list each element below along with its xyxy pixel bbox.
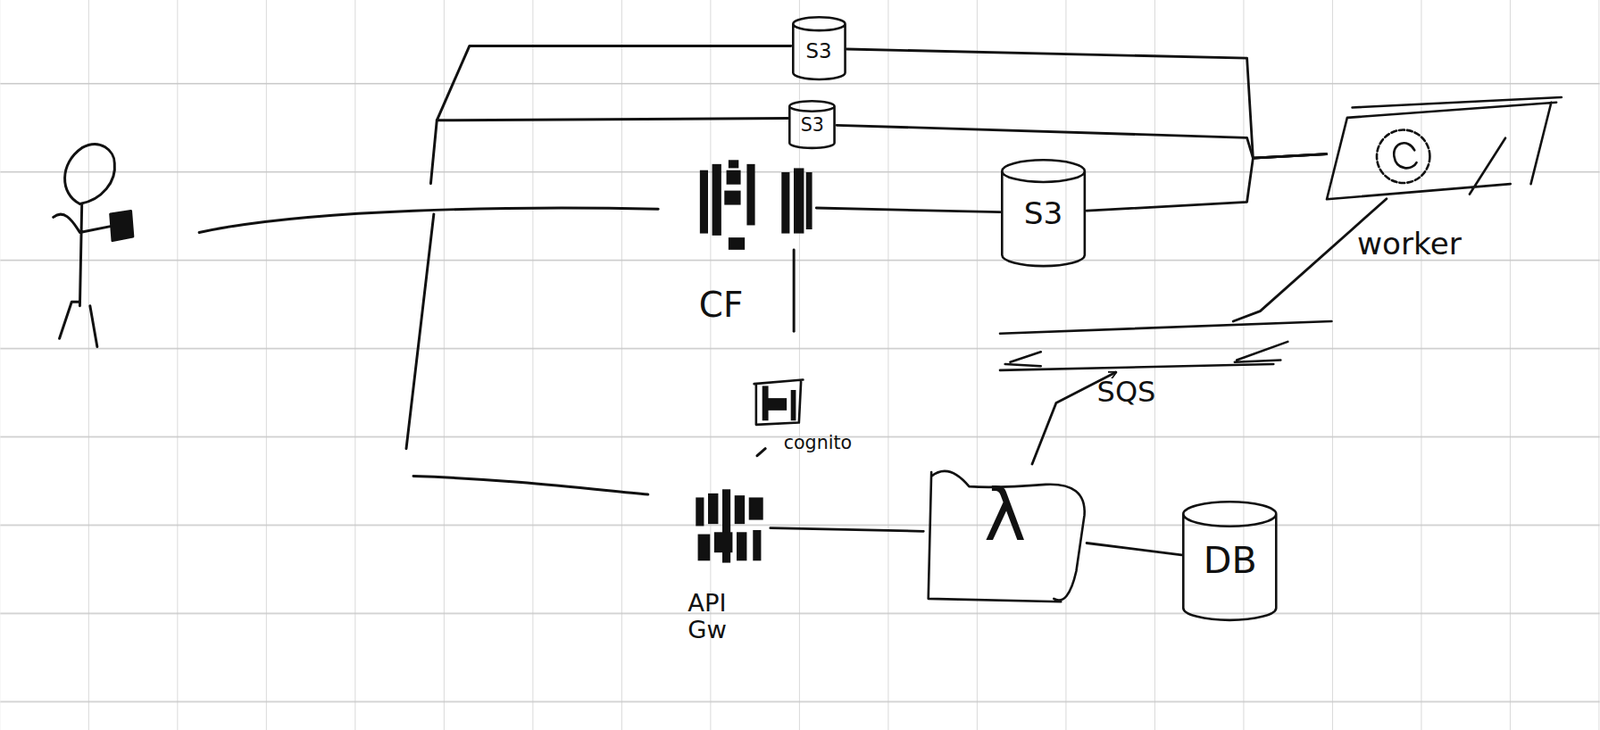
node-label: CF [699, 286, 781, 325]
node-shape [693, 487, 771, 567]
user-wire [199, 208, 659, 233]
icon-bar [752, 530, 761, 561]
user-phone [110, 210, 134, 241]
connector-line [1032, 372, 1117, 465]
storage-bucket: S3 [791, 15, 848, 82]
icon-bar [749, 498, 764, 521]
gateway-icon [695, 490, 763, 564]
connector-line [847, 49, 1327, 159]
node-label: S3 [791, 40, 848, 63]
wires [199, 45, 794, 495]
node-shape [1000, 321, 1332, 373]
icon-bar [762, 385, 769, 421]
icon-bar [747, 164, 756, 226]
node-label: S3 [1000, 197, 1087, 232]
user-wire [430, 45, 791, 184]
worker-server: worker [1326, 97, 1562, 200]
node-label: λ [954, 476, 1057, 556]
node-shape [750, 375, 807, 433]
auth-node: cognito [750, 375, 807, 433]
connector-line [1086, 154, 1327, 212]
icon-bar [695, 498, 704, 527]
node-shape [693, 158, 817, 256]
icon-bar [793, 168, 804, 234]
gateway-node: API Gw [693, 487, 771, 567]
user-wire [436, 118, 788, 121]
icon-bar [791, 390, 797, 421]
icon-bar [781, 172, 790, 234]
queue-band [1000, 321, 1332, 371]
node-shape [1326, 97, 1562, 200]
auth-icon-fill [762, 385, 797, 421]
connector-line [770, 528, 925, 533]
icon-bar [708, 493, 718, 525]
icon-bar [712, 164, 722, 236]
server-outline [1326, 97, 1562, 200]
node-label: SQS [1097, 376, 1220, 409]
gear-center [1393, 142, 1417, 168]
function-box [928, 471, 1085, 602]
user-wire [413, 476, 649, 496]
icon-bar [728, 237, 745, 250]
node-label: API Gw [687, 590, 750, 644]
node-label: DB [1181, 541, 1279, 582]
user-figure [53, 144, 134, 348]
connector-line [1086, 543, 1182, 556]
auth-icon [754, 379, 804, 425]
icon-bar [698, 534, 711, 562]
leader-line [757, 449, 766, 457]
gear-icon [1376, 129, 1430, 183]
connector-line [836, 125, 1327, 159]
icon-bar [700, 170, 709, 234]
icon-bar [734, 495, 745, 525]
function-box: λ [923, 464, 1087, 602]
cf-wire [792, 250, 796, 332]
node-label: S3 [787, 115, 837, 136]
storage-bucket: S3 [787, 99, 837, 150]
connector-line [816, 208, 1000, 213]
sketch-stroke [1376, 129, 1430, 183]
node-label: cognito [783, 433, 907, 454]
icon-bar [728, 159, 739, 168]
icon-bar [736, 533, 747, 562]
icon-bar [724, 191, 741, 206]
user-body [53, 203, 111, 347]
node-label: worker [1357, 227, 1562, 262]
connector-line [1233, 199, 1387, 322]
cdn-icon [700, 159, 813, 250]
database-cylinder: DB [1181, 500, 1279, 623]
storage-bucket: S3 [1000, 158, 1087, 268]
icon-bar [726, 170, 742, 185]
cdn-node: CF [693, 158, 817, 256]
queue-band: SQS [1000, 321, 1332, 373]
icon-bar [714, 533, 734, 554]
user-head [65, 144, 116, 205]
user-wire [406, 214, 434, 450]
icon-bar [806, 172, 813, 230]
